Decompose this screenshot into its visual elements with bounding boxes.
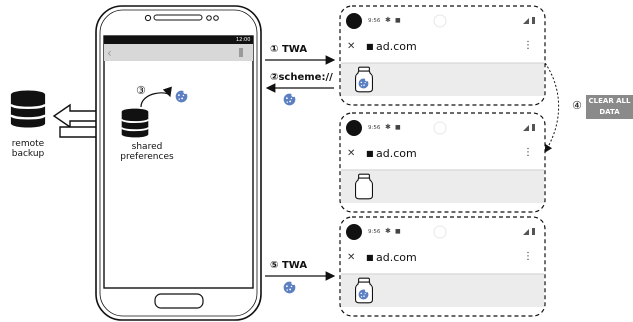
close-tab-icon[interactable]: ✕: [347, 148, 356, 159]
profile-avatar: [346, 120, 362, 136]
sd-card-icon: ■: [395, 17, 401, 24]
phone-speaker: [153, 14, 203, 21]
remote-backup-label: remote backup: [0, 139, 56, 159]
clear-all-data-line2: DATA: [599, 108, 620, 116]
step1-label: ① TWA: [270, 44, 307, 56]
shared-preferences-label-line1: shared: [131, 142, 163, 152]
browser-frame: [339, 112, 546, 213]
close-tab-icon[interactable]: ✕: [347, 41, 356, 52]
phone-status-bar: [104, 36, 253, 44]
web-content-area: [341, 63, 544, 96]
battery-icon: [532, 228, 535, 235]
step2-cookie-icon: [283, 93, 296, 106]
phone-app-bar: [104, 44, 253, 61]
signal-icon: [523, 18, 529, 24]
step5-text: TWA: [281, 260, 308, 271]
notification-dot: [433, 121, 447, 135]
phone-sensor-1: [206, 15, 212, 21]
remote-backup: [9, 89, 47, 129]
phone-inner-bezel: [99, 9, 258, 317]
url-text[interactable]: ad.com: [376, 251, 417, 264]
web-content-area: [341, 274, 544, 307]
battery-icon: [532, 17, 535, 24]
lock-icon: ■: [366, 42, 374, 51]
signal-icon: [523, 125, 529, 131]
status-time: 12:00: [236, 37, 251, 43]
close-tab-icon[interactable]: ✕: [347, 252, 356, 263]
notification-dot: [433, 225, 447, 239]
step5-cookie-icon: [283, 281, 296, 294]
back-chevron-icon[interactable]: ‹: [107, 46, 112, 60]
settings-icon: ✱: [385, 123, 391, 131]
overflow-menu-icon[interactable]: [239, 48, 243, 57]
phone-sensor-2: [213, 15, 219, 21]
browser-menu-icon[interactable]: ⋮: [523, 147, 533, 158]
web-content-area: [341, 170, 544, 203]
browser-frame: [339, 5, 546, 106]
step2-label: ②scheme://: [270, 72, 333, 84]
shared-preferences-label: shared preferences: [110, 142, 184, 162]
remote-backup-database-icon: [9, 89, 47, 129]
clear-all-data-line1: CLEAR ALL: [588, 97, 631, 105]
step1-marker: ①: [270, 44, 279, 55]
step5-label: ⑤ TWA: [270, 260, 307, 272]
step1-text: TWA: [281, 44, 308, 55]
phone-front-camera: [144, 14, 152, 22]
settings-icon: ✱: [385, 227, 391, 235]
step2-marker: ②: [270, 72, 279, 83]
settings-icon: ✱: [385, 16, 391, 24]
browser-status-time: 9:56: [368, 18, 381, 24]
url-text[interactable]: ad.com: [376, 40, 417, 53]
browser-status-time: 9:56: [368, 125, 381, 131]
browser-menu-icon[interactable]: ⋮: [523, 40, 533, 51]
remote-backup-label-line1: remote: [11, 139, 45, 149]
android-phone: ‹: [95, 5, 262, 321]
lock-icon: ■: [366, 149, 374, 158]
url-text[interactable]: ad.com: [376, 147, 417, 160]
browser-menu-icon[interactable]: ⋮: [523, 251, 533, 262]
browser-frames: [339, 5, 546, 317]
lock-icon: ■: [366, 253, 374, 262]
shared-preferences: [120, 86, 188, 139]
sd-card-icon: ■: [395, 124, 401, 131]
step5-marker: ⑤: [270, 260, 279, 271]
battery-icon: [532, 124, 535, 131]
profile-avatar: [346, 224, 362, 240]
step2-text: scheme://: [278, 72, 333, 83]
remote-backup-label-line2: backup: [11, 149, 45, 159]
browser-frame: [339, 216, 546, 317]
clear-all-data-label: CLEAR ALL DATA: [586, 96, 633, 118]
phone-screen: [103, 35, 254, 289]
clear-all-data-box: [586, 95, 633, 119]
signal-icon: [523, 229, 529, 235]
sd-card-icon: ■: [395, 228, 401, 235]
home-button[interactable]: [154, 293, 204, 309]
browser-status-time: 9:56: [368, 229, 381, 235]
step3-loop-arrow: [140, 86, 172, 108]
profile-avatar: [346, 13, 362, 29]
shared-preferences-label-line2: preferences: [120, 152, 174, 162]
notification-dot: [433, 14, 447, 28]
step4-marker: ④: [572, 99, 582, 112]
step3-marker: ③: [136, 84, 146, 97]
shared-preferences-database-icon: [120, 107, 150, 139]
